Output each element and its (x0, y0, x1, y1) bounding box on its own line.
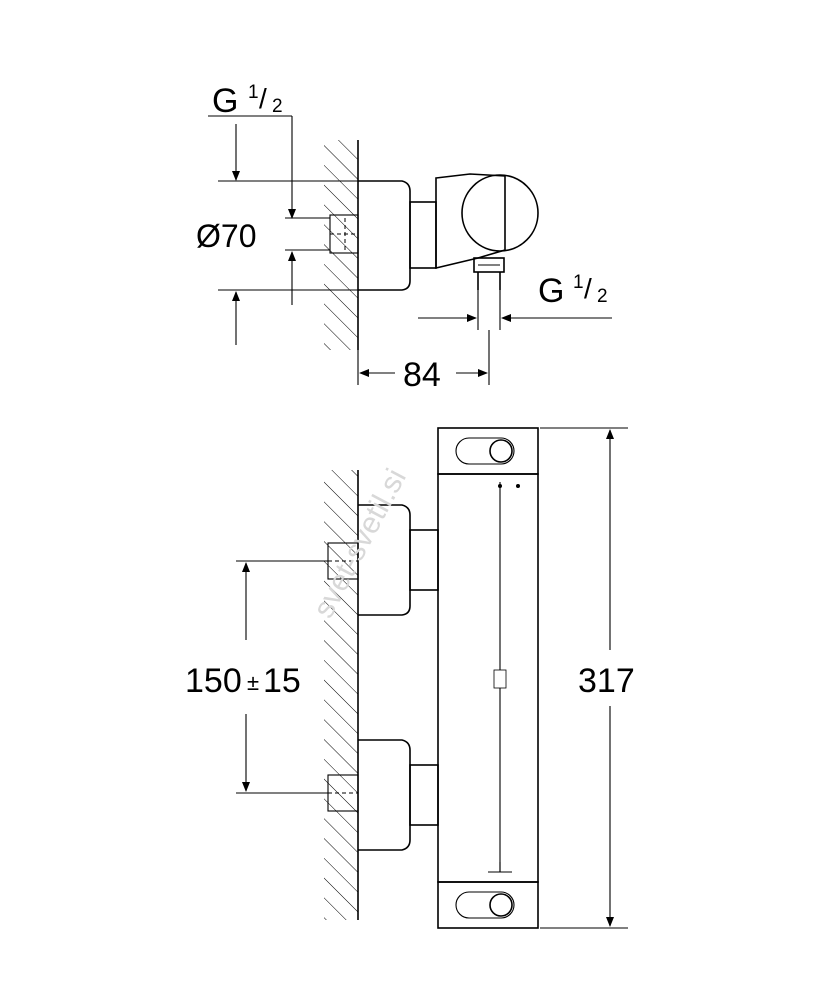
control-knob-side (461, 174, 539, 252)
svg-text:/: / (259, 83, 267, 114)
diameter-label: Ø70 (196, 218, 256, 254)
dim-height: 317 (540, 427, 635, 929)
depth-label: 84 (403, 356, 441, 394)
dim-thread-top-left: G 1 / 2 (208, 82, 358, 219)
stub-lower (409, 764, 439, 826)
thread-sup-top: 1 (248, 82, 259, 103)
bottom-cap (437, 881, 539, 929)
top-handle-slot (455, 437, 515, 465)
top-handle-knob (489, 439, 513, 463)
dim-thread-right: G 1 / 2 (418, 272, 612, 330)
thread-sup-right: 1 (573, 272, 584, 293)
dim-inlet-spacing: 150 ± 15 (185, 560, 328, 794)
rosette-top (358, 180, 411, 291)
thread-label-right: G (538, 272, 564, 310)
wall-hatch-bottom (324, 470, 358, 920)
side-view (324, 140, 539, 350)
dim-depth: 84 (357, 330, 490, 394)
rosette-lower (358, 739, 411, 851)
stub-top (409, 201, 437, 269)
stub-upper (409, 529, 439, 591)
dim-diameter: Ø70 (196, 218, 358, 345)
valve-body-front (437, 473, 539, 883)
spacing-label-main: 150 (185, 662, 242, 700)
watermark: svet-svetil.si (307, 464, 413, 624)
top-cap (437, 427, 539, 475)
thread-sub-right: 2 (597, 286, 608, 307)
bottom-handle-slot (455, 891, 515, 919)
wall-hatch-top (324, 140, 358, 350)
spacing-label-pm: ± (247, 670, 259, 695)
logo-mark (493, 669, 507, 689)
front-view (324, 427, 539, 929)
spacing-label-tol: 15 (263, 662, 301, 700)
bottom-handle-knob (489, 893, 513, 917)
height-label: 317 (578, 662, 635, 700)
thread-label-top: G (212, 82, 238, 120)
outlet-nut (473, 257, 505, 273)
thread-sub-top: 2 (272, 96, 283, 117)
svg-text:/: / (584, 273, 592, 304)
